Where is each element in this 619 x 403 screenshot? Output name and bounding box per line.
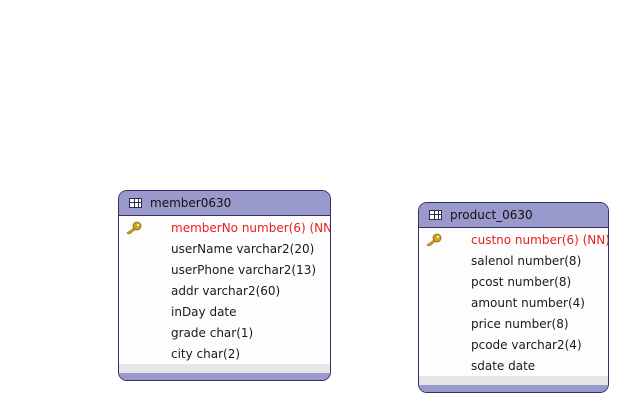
key-icon	[126, 221, 142, 235]
table-icon	[429, 210, 442, 220]
column-row[interactable]: city char(2)	[119, 344, 330, 365]
column-row[interactable]: amount number(4)	[419, 293, 608, 314]
column-label: city char(2)	[171, 347, 241, 361]
column-label: sdate date	[471, 359, 536, 373]
entity-footer	[419, 385, 608, 392]
column-row[interactable]: userName varchar2(20)	[119, 239, 330, 260]
column-row-primary-key[interactable]: memberNo number(6) (NN)	[119, 218, 330, 239]
column-label: addr varchar2(60)	[171, 284, 281, 298]
key-icon	[426, 233, 442, 247]
column-row[interactable]: salenol number(8)	[419, 251, 608, 272]
column-label: amount number(4)	[471, 296, 585, 310]
column-label: inDay date	[171, 305, 237, 319]
column-row[interactable]: grade char(1)	[119, 323, 330, 344]
column-row[interactable]: inDay date	[119, 302, 330, 323]
column-label: price number(8)	[471, 317, 569, 331]
entity-title: product_0630	[450, 208, 533, 222]
entity-header[interactable]: product_0630	[419, 203, 608, 228]
column-label: pcost number(8)	[471, 275, 572, 289]
column-row-primary-key[interactable]: custno number(6) (NN)	[419, 230, 608, 251]
entity-footer	[119, 373, 330, 380]
table-icon	[129, 198, 142, 208]
column-label: grade char(1)	[171, 326, 254, 340]
column-row[interactable]: userPhone varchar2(13)	[119, 260, 330, 281]
column-row[interactable]: pcost number(8)	[419, 272, 608, 293]
column-row[interactable]: sdate date	[419, 356, 608, 377]
entity-header[interactable]: member0630	[119, 191, 330, 216]
entity-member0630[interactable]: member0630 memberNo number(6) (NN) userN…	[118, 190, 331, 381]
column-row[interactable]: pcode varchar2(4)	[419, 335, 608, 356]
column-row[interactable]: price number(8)	[419, 314, 608, 335]
column-label: pcode varchar2(4)	[471, 338, 582, 352]
column-row[interactable]: addr varchar2(60)	[119, 281, 330, 302]
entity-product-0630[interactable]: product_0630 custno number(6) (NN) salen…	[418, 202, 609, 393]
entity-footer-index-area	[419, 376, 608, 385]
column-list: memberNo number(6) (NN) userName varchar…	[119, 216, 330, 365]
column-label: memberNo number(6) (NN)	[171, 221, 331, 235]
column-label: userName varchar2(20)	[171, 242, 315, 256]
column-list: custno number(6) (NN) salenol number(8) …	[419, 228, 608, 377]
column-label: userPhone varchar2(13)	[171, 263, 317, 277]
entity-title: member0630	[150, 196, 232, 210]
entity-footer-index-area	[119, 364, 330, 373]
column-label: salenol number(8)	[471, 254, 582, 268]
column-label: custno number(6) (NN)	[471, 233, 609, 247]
